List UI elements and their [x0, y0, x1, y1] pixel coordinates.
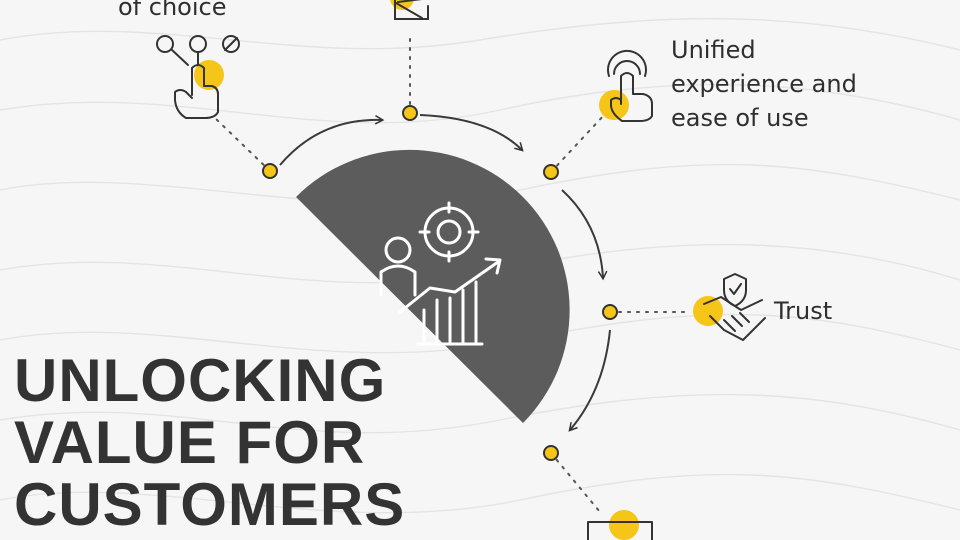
arrow-4 [568, 329, 611, 432]
center-half-disc [296, 149, 570, 423]
title-line-2: VALUE FOR [14, 409, 366, 476]
touch-finger-icon [599, 49, 653, 122]
label-unified-line-2: experience and [671, 70, 857, 98]
handshake-shield-icon [693, 273, 766, 341]
person-target-growth-icon [379, 201, 502, 346]
flow-arrows [279, 114, 611, 432]
title-line-3: CUSTOMERS [14, 471, 406, 538]
arrow-3 [561, 189, 608, 281]
briefcase-icon [587, 510, 653, 540]
arrow-1 [279, 114, 385, 166]
node-dot [262, 163, 278, 179]
label-of-choice: of choice [118, 0, 227, 21]
arrow-2 [419, 114, 524, 152]
label-unified-line-1: Unified [671, 36, 756, 64]
node-dot [602, 304, 618, 320]
label-unified: Unified experience and ease of use [671, 33, 857, 135]
document-crossed-icon [390, 0, 429, 20]
node-dot [543, 164, 559, 180]
page-title: UNLOCKING VALUE FOR CUSTOMERS [14, 350, 405, 536]
title-line-1: UNLOCKING [14, 347, 387, 414]
node-dot [402, 105, 418, 121]
label-trust: Trust [774, 297, 833, 325]
dotted-connectors [214, 37, 691, 513]
label-unified-line-3: ease of use [671, 104, 809, 132]
hand-pointer-options-icon [156, 35, 240, 119]
node-dots [262, 105, 618, 461]
node-dot [543, 445, 559, 461]
